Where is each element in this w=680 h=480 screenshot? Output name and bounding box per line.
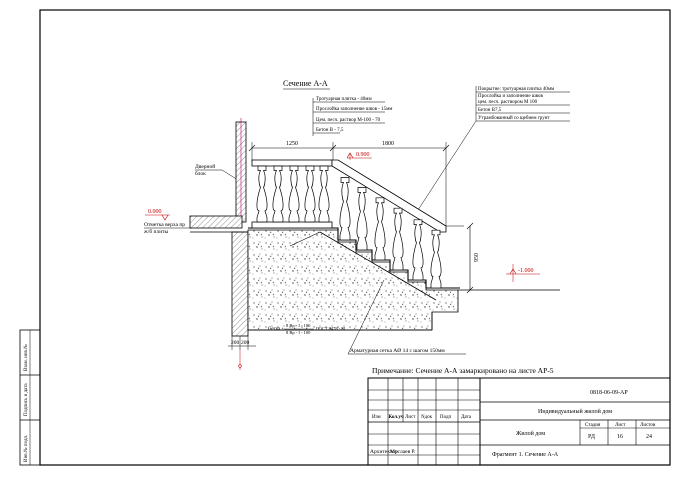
- stamp-code: 0818-06-09-АР: [590, 390, 628, 396]
- baluster: [304, 165, 316, 223]
- stamp-hdr-koluch: Кол.уч: [389, 415, 404, 420]
- layer-left-2: Прослойка заполнение швов - 15мм: [316, 107, 393, 112]
- base-dimensions: 200 200: [228, 336, 256, 370]
- stamp-fragment: Фрагмент 1. Сечение А-А: [492, 452, 559, 458]
- height-dimension: 950: [466, 222, 480, 294]
- slab-label-line2: ж/б плиты: [143, 228, 169, 235]
- stamp-stage: РД: [588, 434, 595, 440]
- layer-right-2: Прослойка и заполнение швов: [478, 94, 544, 99]
- stamp-person: Муслаев Р.: [390, 449, 416, 455]
- side-stamp: Инв.№ подл. Подпись и дата Взам. инв.№: [19, 329, 41, 466]
- baluster: [374, 197, 386, 261]
- layer-left-4: Бетон В - 7,5: [316, 128, 344, 133]
- stamp-object: Жилой дом: [516, 430, 545, 437]
- dim-top-right: 1800: [382, 141, 394, 147]
- side-stamp-inv: Инв.№ подл.: [23, 435, 29, 462]
- slab-label-line1: Отметка верха пр: [144, 222, 185, 228]
- balusters-flat: [256, 165, 330, 223]
- stamp-sheets: 24: [646, 434, 652, 440]
- layer-right-3: цем. песч. раствором М 100: [478, 100, 538, 105]
- layer-right-1: Покрытие: тротуарная плитка 40мм: [478, 87, 555, 92]
- balustrade-slope: [331, 159, 464, 233]
- mesh-label: Сетка 8 Вр - I - 100 8 Вр - I - 100 ГОСТ…: [268, 323, 346, 335]
- side-stamp-replace: Взам. инв.№: [23, 344, 29, 371]
- baluster: [256, 165, 268, 223]
- baluster: [318, 165, 330, 223]
- stamp-role: Архитектор: [370, 449, 398, 455]
- top-dimensions: 1250 1800: [248, 141, 450, 226]
- layer-right-5: Утрамбованный со щебнем грунт: [478, 116, 550, 121]
- mesh-label-text: Сетка: [268, 327, 281, 332]
- baluster: [356, 187, 368, 251]
- layer-left-3: Цем. песч. раствор М-100 - 70: [316, 118, 381, 123]
- door-label-line1: Дверной: [195, 163, 215, 170]
- title-block-text: 0818-06-09-АР Изм Кол.уч Лист Nдок Подп …: [370, 390, 656, 458]
- level-left-value: 0.000: [148, 209, 162, 215]
- title-block: [367, 377, 671, 466]
- baluster: [412, 219, 424, 281]
- level-top-value: 0.900: [356, 152, 370, 158]
- mesh-spec-1: 8 Вр - I - 100: [286, 323, 311, 328]
- stamp-project: Индивидуальный жилой дом: [538, 408, 612, 415]
- level-right-value: -1.000: [518, 268, 534, 274]
- foundation-slope: [319, 231, 437, 301]
- layer-right-4: Бетон В7,5: [478, 108, 502, 113]
- door-label-line2: блок: [195, 170, 206, 177]
- section-note: Примечание: Сечение А-А замаркировано на…: [372, 366, 554, 375]
- balusters-slope: [339, 177, 442, 289]
- baluster: [272, 165, 284, 223]
- section-drawing: Сечение А-А Тротуарная плитка - 40мм Про…: [143, 79, 570, 375]
- section-title: Сечение А-А: [283, 79, 328, 88]
- stamp-hdr-list: Лист: [405, 415, 416, 420]
- sheet-frame: [39, 9, 671, 466]
- stamp-hdr-data: Дата: [461, 415, 472, 420]
- ground-line: [248, 289, 560, 331]
- layer-left-1: Тротуарная плитка - 40мм: [316, 97, 372, 102]
- stamp-hdr-ndok: Nдок: [421, 415, 433, 420]
- stamp-sheets-hdr: Листов: [640, 423, 656, 428]
- level-left: 0.000: [145, 209, 170, 221]
- baluster: [392, 207, 404, 271]
- baluster: [288, 165, 300, 223]
- rebar-note: Арматурная сетка АØ 14 с шагом 150мм: [350, 348, 445, 354]
- dim-top-left: 1250: [286, 141, 298, 147]
- stamp-hdr-izm: Изм: [372, 415, 382, 420]
- slab-label: Отметка верха пр ж/б плиты: [143, 222, 192, 235]
- door-label: Дверной блок: [195, 163, 239, 181]
- floor-slab: [189, 215, 243, 229]
- dim-base-left: 200: [231, 340, 240, 346]
- baluster: [430, 229, 442, 289]
- stamp-hdr-podp: Подп: [440, 415, 452, 420]
- baluster: [339, 177, 351, 241]
- dim-height: 950: [474, 253, 480, 262]
- layers-callout-left: Тротуарная плитка - 40мм Прослойка запол…: [312, 97, 393, 136]
- level-top: 0.900: [346, 152, 372, 160]
- stamp-sheet: 16: [617, 434, 623, 440]
- layers-callout-right: Покрытие: тротуарная плитка 40мм Прослой…: [417, 86, 570, 211]
- level-right: -1.000: [506, 264, 540, 282]
- side-stamp-sign: Подпись и дата: [24, 383, 29, 416]
- stair-concrete: [247, 229, 459, 331]
- mesh-spec-2: 8 Вр - I - 100: [286, 330, 311, 335]
- mesh-gost: ГОСТ 8478 - 81: [316, 326, 346, 331]
- rebar-callout: Арматурная сетка АØ 14 с шагом 150мм: [347, 279, 466, 355]
- dim-base-right: 200: [241, 340, 250, 346]
- stamp-stage-hdr: Стадия: [585, 423, 601, 428]
- stamp-sheet-hdr: Лист: [615, 423, 626, 428]
